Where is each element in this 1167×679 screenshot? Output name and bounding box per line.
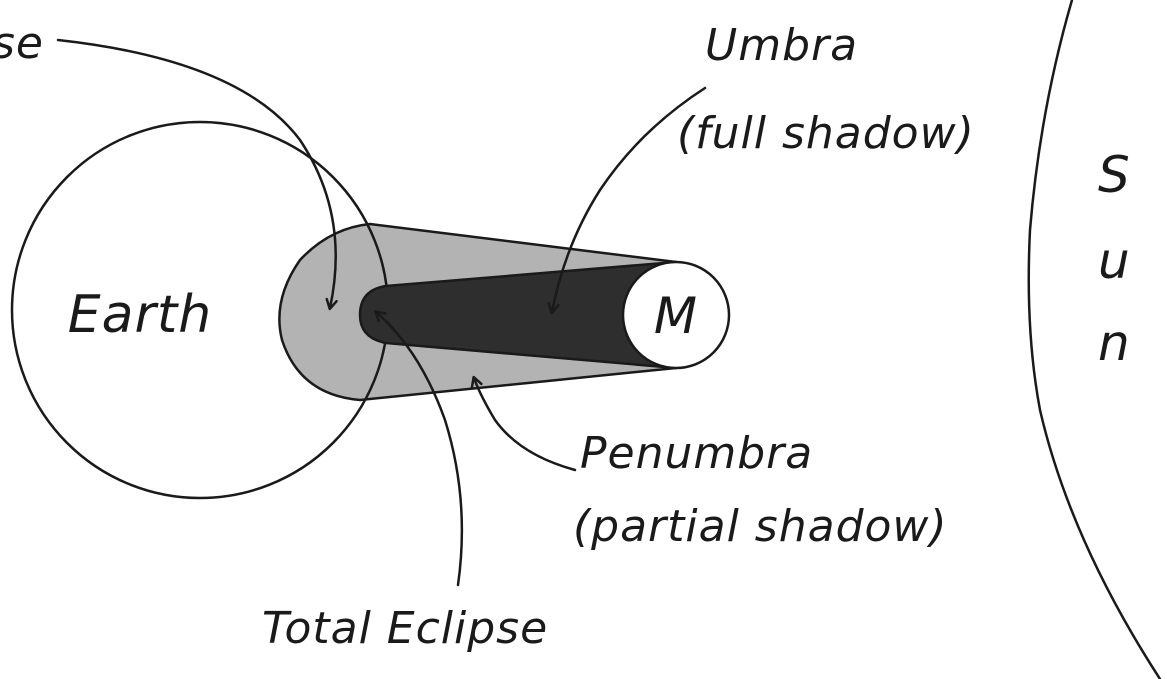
moon-label: M <box>654 287 698 345</box>
sun-outline <box>1029 0 1160 679</box>
sun-label-fragment-2: u <box>1098 232 1131 290</box>
earth-label: Earth <box>68 285 212 345</box>
umbra-title: Umbra <box>705 20 858 71</box>
total-eclipse-label: Total Eclipse <box>262 603 548 654</box>
penumbra-arrow <box>474 378 575 470</box>
penumbra-subtitle: (partial shadow) <box>573 501 948 552</box>
sun-label-fragment-1: S <box>1098 146 1131 204</box>
umbra-subtitle: (full shadow) <box>677 108 975 159</box>
penumbra-title: Penumbra <box>580 428 813 479</box>
sun-label-fragment-3: n <box>1098 314 1131 372</box>
partial-eclipse-label-fragment: se <box>0 18 44 69</box>
